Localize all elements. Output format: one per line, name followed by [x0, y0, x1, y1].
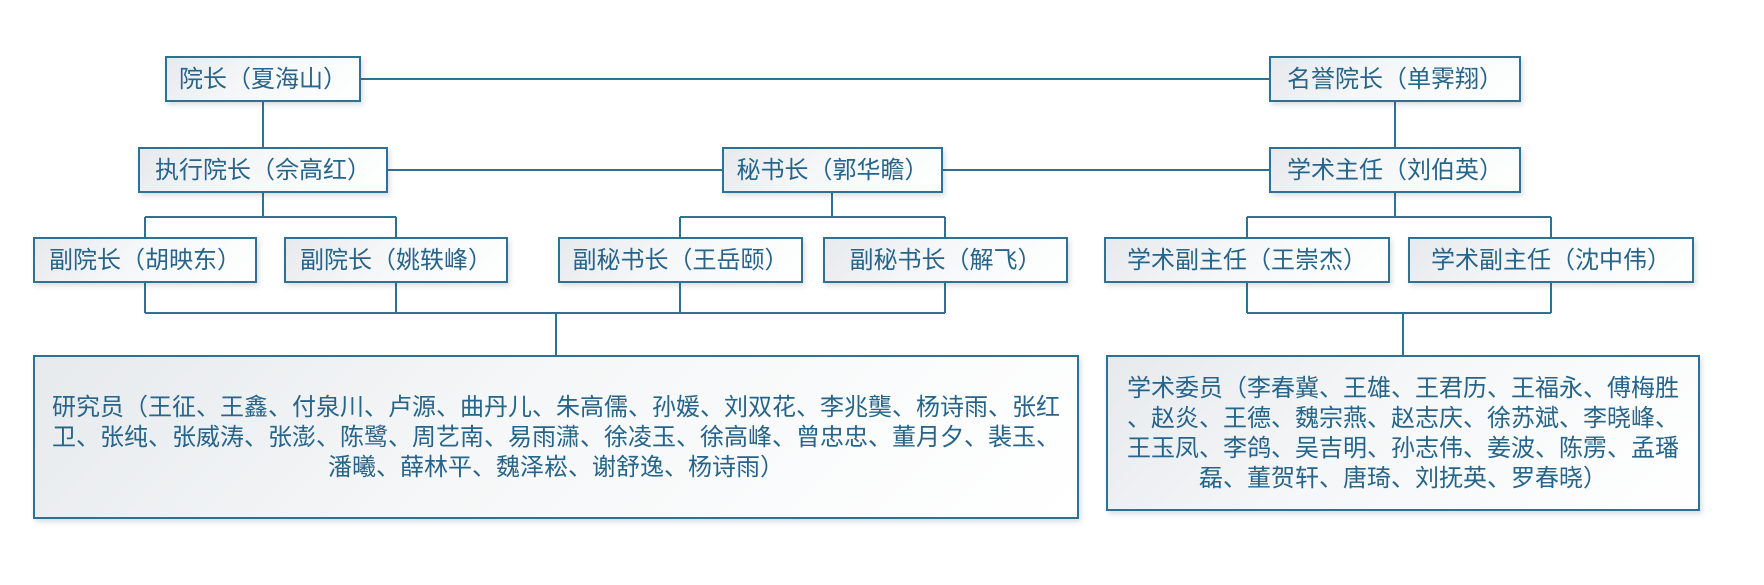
- node-academic-director: 学术主任（刘伯英）: [1269, 147, 1521, 193]
- node-vice-dean-2: 副院长（姚轶峰）: [284, 237, 508, 283]
- node-honorary-dean: 名誉院长（单霁翔）: [1269, 56, 1521, 102]
- node-academic-committee: 学术委员（李春冀、王雄、王君历、王福永、傅梅胜、赵炎、王德、魏宗燕、赵志庆、徐苏…: [1106, 355, 1700, 511]
- node-deputy-secretary-2: 副秘书长（解飞）: [823, 237, 1068, 283]
- node-academic-deputy-2: 学术副主任（沈中伟）: [1408, 237, 1694, 283]
- node-academic-deputy-1: 学术副主任（王崇杰）: [1104, 237, 1390, 283]
- node-deputy-secretary-1: 副秘书长（王岳颐）: [558, 237, 803, 283]
- node-researchers: 研究员（王征、王鑫、付泉川、卢源、曲丹儿、朱高儒、孙媛、刘双花、李兆龑、杨诗雨、…: [33, 355, 1079, 519]
- node-executive-dean: 执行院长（佘高红）: [138, 147, 388, 193]
- node-vice-dean-1: 副院长（胡映东）: [33, 237, 257, 283]
- node-dean: 院长（夏海山）: [165, 56, 361, 102]
- node-secretary-general: 秘书长（郭华瞻）: [722, 147, 943, 193]
